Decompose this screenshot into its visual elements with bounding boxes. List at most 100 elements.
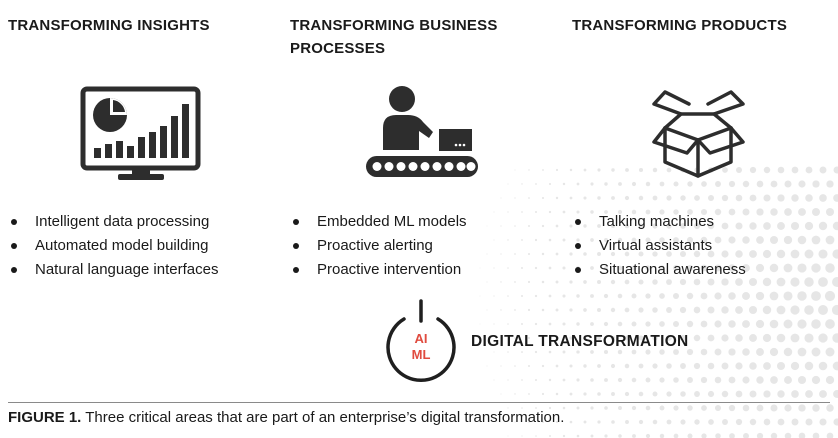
halftone-dot [548, 350, 552, 354]
halftone-dot [597, 196, 601, 200]
halftone-dot [818, 305, 828, 315]
halftone-dot [755, 263, 765, 273]
halftone-dot [645, 405, 651, 411]
products-bullet-list: Talking machines Virtual assistants Situ… [572, 210, 746, 282]
halftone-dot [569, 252, 573, 256]
halftone-dot [610, 363, 616, 369]
halftone-dot [597, 336, 601, 340]
halftone-dot [797, 319, 807, 329]
halftone-dot [673, 265, 679, 271]
halftone-dot [825, 235, 835, 245]
title-line: TRANSFORMING INSIGHTS [8, 17, 210, 34]
halftone-dot [486, 253, 488, 255]
halftone-dot [749, 250, 757, 258]
halftone-dot [659, 433, 665, 438]
halftone-dot [784, 376, 792, 384]
halftone-dot [798, 404, 806, 412]
halftone-dot [576, 238, 580, 242]
halftone-dot [486, 309, 488, 311]
halftone-dot [728, 348, 736, 356]
halftone-dot [763, 194, 771, 202]
halftone-dot [569, 392, 573, 396]
halftone-dot [548, 266, 552, 270]
halftone-dot [728, 208, 736, 216]
halftone-dot [770, 180, 778, 188]
halftone-dot [798, 180, 806, 188]
halftone-dot [721, 222, 729, 230]
halftone-dot [701, 405, 707, 411]
halftone-dot [749, 194, 757, 202]
halftone-dot [776, 305, 786, 315]
halftone-dot [583, 280, 587, 284]
halftone-dot [534, 238, 538, 242]
halftone-dot [541, 224, 545, 228]
halftone-dot [776, 249, 786, 259]
halftone-dot [826, 432, 834, 438]
halftone-dot [693, 222, 701, 230]
halftone-dot [583, 392, 587, 396]
halftone-dot [569, 168, 573, 172]
halftone-dot [693, 278, 701, 286]
halftone-dot [784, 404, 792, 412]
halftone-dot [735, 194, 743, 202]
halftone-dot [666, 195, 672, 201]
halftone-dot [507, 211, 509, 213]
halftone-dot [707, 362, 715, 370]
halftone-dot [645, 433, 651, 438]
halftone-dot [479, 267, 481, 269]
halftone-dot [693, 334, 701, 342]
halftone-dot [707, 278, 715, 286]
halftone-dot [541, 252, 545, 256]
halftone-dot [686, 264, 694, 272]
halftone-dot [666, 335, 672, 341]
halftone-dot [617, 349, 623, 355]
halftone-dot [735, 222, 743, 230]
halftone-dot [666, 307, 672, 313]
halftone-dot [542, 169, 544, 171]
halftone-dot [521, 239, 523, 241]
halftone-dot [590, 238, 594, 242]
halftone-dot [624, 223, 630, 229]
halftone-dot [714, 404, 722, 412]
halftone-dot [638, 307, 644, 313]
halftone-dot [562, 322, 566, 326]
halftone-dot [576, 406, 580, 410]
halftone-dot [831, 304, 838, 316]
halftone-dot [812, 404, 820, 412]
halftone-dot [590, 266, 594, 270]
halftone-dot [714, 292, 722, 300]
halftone-dot [507, 239, 509, 241]
halftone-dot [832, 221, 838, 231]
halftone-dot [673, 209, 679, 215]
halftone-dot [833, 166, 838, 174]
halftone-dot [521, 211, 523, 213]
halftone-dot [618, 434, 622, 438]
halftone-dot [812, 432, 820, 438]
list-item: Embedded ML models [290, 210, 467, 234]
halftone-dot [749, 362, 757, 370]
halftone-dot [569, 364, 573, 368]
halftone-dot [555, 364, 559, 368]
list-item: Virtual assistants [572, 234, 746, 258]
insights-bullet-list: Intelligent data processing Automated mo… [8, 210, 218, 282]
halftone-dot [645, 293, 651, 299]
halftone-dot [811, 319, 821, 329]
halftone-dot [617, 237, 623, 243]
halftone-dot [784, 180, 792, 188]
halftone-dot [721, 278, 729, 286]
halftone-dot [645, 209, 651, 215]
halftone-dot [686, 320, 694, 328]
halftone-dot [826, 180, 834, 188]
halftone-dot [777, 222, 785, 230]
halftone-dot [735, 390, 743, 398]
open-box-icon [652, 90, 745, 178]
halftone-dot [811, 263, 821, 273]
halftone-dot [583, 420, 587, 424]
halftone-dot [804, 333, 814, 343]
halftone-dot [708, 419, 714, 425]
halftone-dot [777, 390, 785, 398]
halftone-dot [659, 181, 665, 187]
halftone-dot [776, 277, 786, 287]
ml-text: ML [411, 347, 431, 362]
